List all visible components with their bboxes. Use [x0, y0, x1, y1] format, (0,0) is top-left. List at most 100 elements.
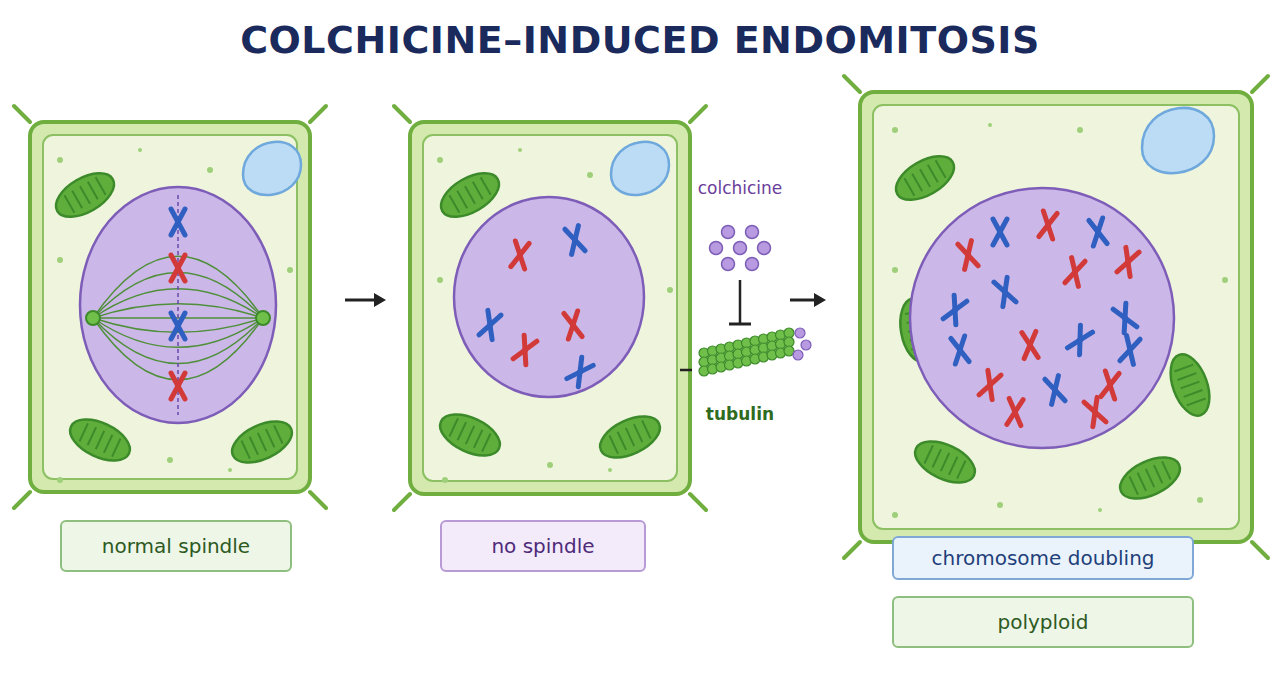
- chromosome: [1039, 211, 1057, 239]
- granule: [1098, 508, 1102, 512]
- chromosome: [1022, 331, 1038, 358]
- cell-wall: [860, 92, 1252, 542]
- chromosome: [511, 241, 529, 269]
- chromosome: [943, 295, 967, 324]
- nucleus: [454, 197, 644, 397]
- cell-wall-junction: [1252, 76, 1268, 92]
- chloroplast: [434, 406, 506, 464]
- chloroplast: [594, 408, 666, 466]
- granule: [988, 123, 992, 127]
- chromosome: [171, 373, 185, 399]
- cell-wall: [30, 122, 310, 492]
- cytoplasm: [423, 135, 677, 481]
- chloroplast: [1163, 349, 1217, 421]
- chloroplast: [1114, 449, 1186, 507]
- chloroplast: [889, 147, 961, 208]
- granule: [442, 477, 448, 483]
- label-box: no spindle: [440, 520, 646, 572]
- spindle-pole: [86, 311, 100, 325]
- chromosome: [565, 226, 585, 255]
- chromosome: [567, 357, 593, 386]
- cytoplasm: [873, 105, 1239, 529]
- cell-wall-junction: [690, 494, 706, 510]
- chromosome: [979, 370, 1001, 399]
- nucleus: [80, 187, 276, 423]
- granule: [57, 257, 63, 263]
- label-box: normal spindle: [60, 520, 292, 572]
- microtubule: [699, 328, 811, 376]
- chromosome: [1120, 336, 1140, 365]
- granule: [892, 127, 898, 133]
- colchicine-molecules: [710, 226, 771, 271]
- granule: [1197, 497, 1203, 503]
- cell-wall-junction: [14, 106, 30, 122]
- chromosome: [1067, 325, 1092, 355]
- box-text: normal spindle: [102, 534, 250, 558]
- chloroplast: [226, 413, 298, 471]
- chloroplast: [909, 433, 981, 491]
- granule: [1222, 277, 1228, 283]
- box-text: polyploid: [997, 610, 1088, 634]
- granule: [892, 512, 898, 518]
- chromosome: [993, 219, 1007, 245]
- vacuole: [611, 142, 669, 195]
- vacuole: [243, 142, 301, 195]
- chromosome: [564, 311, 582, 339]
- chromosome: [513, 335, 537, 364]
- chromosome: [171, 313, 185, 339]
- label-box: chromosome doubling: [892, 536, 1194, 580]
- granule: [1077, 127, 1083, 133]
- protein-label: tubulin: [706, 404, 774, 424]
- diagram-title: COLCHICINE–INDUCED ENDOMITOSIS: [0, 18, 1280, 62]
- granule: [997, 502, 1003, 508]
- chromosome: [1084, 397, 1106, 426]
- cell-wall-junction: [310, 106, 326, 122]
- granule: [207, 167, 213, 173]
- granule: [437, 157, 443, 163]
- chromosome: [1117, 247, 1139, 276]
- cell-wall-junction: [394, 494, 410, 510]
- granule: [608, 468, 612, 472]
- molecule-label: colchicine: [698, 178, 783, 198]
- granule: [547, 462, 553, 468]
- granule: [892, 267, 898, 273]
- granule: [57, 157, 63, 163]
- cell-wall-junction: [844, 76, 860, 92]
- chromosome: [1065, 258, 1085, 287]
- granule: [518, 148, 522, 152]
- cell-wall-junction: [14, 492, 30, 508]
- chromosome: [958, 241, 978, 270]
- chromosome: [1113, 303, 1137, 332]
- dash-mark: [680, 369, 692, 372]
- chromosome: [994, 277, 1016, 306]
- chromosome: [171, 209, 185, 235]
- chromosome: [1007, 398, 1023, 425]
- inhibition-symbol: [729, 280, 751, 324]
- cell-wall-junction: [394, 106, 410, 122]
- chloroplast: [64, 411, 136, 469]
- nucleus: [910, 188, 1174, 448]
- chromosome: [1089, 218, 1107, 246]
- cell-wall-junction: [1252, 542, 1268, 558]
- chloroplast: [49, 164, 121, 225]
- chromosome: [1045, 376, 1065, 405]
- box-text: chromosome doubling: [932, 546, 1155, 570]
- granule: [587, 172, 593, 178]
- cell-wall: [410, 122, 690, 494]
- granule: [667, 287, 673, 293]
- granule: [437, 277, 443, 283]
- granule: [167, 457, 173, 463]
- label-box: polyploid: [892, 596, 1194, 648]
- chromosome: [1101, 371, 1119, 399]
- process-arrow: [790, 293, 826, 307]
- chromosome: [479, 310, 501, 339]
- process-arrow: [345, 293, 386, 307]
- chromosome: [951, 336, 969, 364]
- spindle-pole: [256, 311, 270, 325]
- box-text: no spindle: [491, 534, 594, 558]
- cell-wall-junction: [310, 492, 326, 508]
- granule: [57, 477, 63, 483]
- granule: [287, 267, 293, 273]
- granule: [228, 468, 232, 472]
